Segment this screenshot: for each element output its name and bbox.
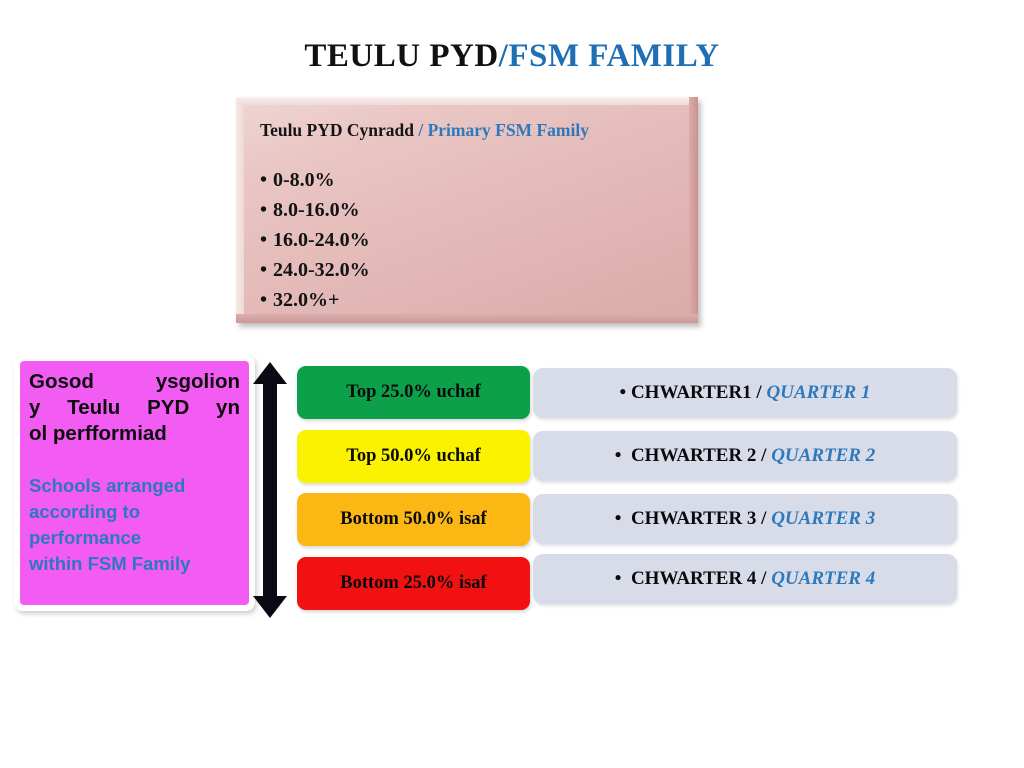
band-bottom-25[interactable]: Bottom 25.0% isaf — [297, 557, 530, 610]
bullet-icon: • — [614, 568, 622, 589]
bullet-icon: • — [260, 199, 268, 221]
quarter-row-3[interactable]: • CHWARTER 3 / QUARTER 3 — [533, 494, 957, 544]
band-label: Bottom 50.0% isaf — [340, 509, 487, 529]
page-title-welsh: TEULU PYD — [304, 38, 499, 74]
legend-header-english: / Primary FSM Family — [418, 120, 589, 140]
band-label: Top 50.0% uchaf — [346, 446, 481, 466]
note-box-welsh-text: Gosod ysgolion y Teulu PYD yn ol perffor… — [29, 369, 240, 447]
legend-band-value: 32.0%+ — [273, 289, 340, 311]
quarter-english-label: QUARTER 4 — [771, 568, 876, 589]
note-english-line: Schools arranged — [29, 475, 186, 496]
quarter-row-4-content: • CHWARTER 4 / QUARTER 4 — [533, 568, 957, 590]
bullet-icon: • — [260, 229, 268, 251]
quarter-row-1-content: • CHWARTER1 / QUARTER 1 — [533, 382, 957, 404]
quarter-english-label: QUARTER 2 — [771, 445, 876, 466]
double-headed-vertical-arrow-icon — [253, 362, 287, 618]
quarter-row-2[interactable]: • CHWARTER 2 / QUARTER 2 — [533, 431, 957, 481]
band-top-50[interactable]: Top 50.0% uchaf — [297, 430, 530, 483]
quarter-row-4[interactable]: • CHWARTER 4 / QUARTER 4 — [533, 554, 957, 604]
legend-box-content: Teulu PYD Cynradd / Primary FSM Family •… — [244, 105, 689, 314]
bullet-icon: • — [614, 445, 622, 466]
band-top-25[interactable]: Top 25.0% uchaf — [297, 366, 530, 419]
band-label: Bottom 25.0% isaf — [340, 573, 487, 593]
quarter-row-3-content: • CHWARTER 3 / QUARTER 3 — [533, 508, 957, 530]
quarter-welsh-label: CHWARTER 2 / — [630, 445, 772, 466]
quarter-english-label: QUARTER 1 — [766, 382, 871, 403]
legend-box-bevel-right — [689, 97, 698, 323]
legend-box: Teulu PYD Cynradd / Primary FSM Family •… — [236, 97, 698, 323]
quarter-welsh-label: CHWARTER 4 / — [630, 568, 772, 589]
note-welsh-line: ol perfformiad — [29, 422, 167, 445]
note-box: Gosod ysgolion y Teulu PYD yn ol perffor… — [14, 355, 255, 611]
bullet-icon: • — [260, 289, 268, 311]
list-item: •24.0-32.0% — [260, 255, 673, 285]
bullet-icon: • — [614, 508, 622, 529]
quarter-welsh-label: CHWARTER1 / — [630, 382, 767, 403]
page-title-english: /FSM FAMILY — [498, 38, 720, 74]
legend-header-welsh: Teulu PYD Cynradd — [260, 120, 419, 140]
note-box-fill: Gosod ysgolion y Teulu PYD yn ol perffor… — [20, 361, 249, 605]
page-title: TEULU PYD/FSM FAMILY — [0, 38, 1024, 75]
note-box-english-text: Schools arranged according to performanc… — [29, 473, 240, 577]
quarter-welsh-label: CHWARTER 3 / — [630, 508, 772, 529]
note-welsh-line: Gosod ysgolion — [29, 370, 240, 393]
bullet-icon: • — [260, 259, 268, 281]
bullet-icon: • — [619, 382, 627, 403]
band-label: Top 25.0% uchaf — [346, 382, 481, 402]
note-english-line: performance — [29, 527, 142, 548]
list-item: •0-8.0% — [260, 165, 673, 195]
legend-box-bevel-bottom — [236, 314, 698, 323]
legend-band-value: 16.0-24.0% — [273, 229, 370, 251]
legend-band-value: 0-8.0% — [273, 169, 335, 191]
legend-band-value: 24.0-32.0% — [273, 259, 370, 281]
list-item: •32.0%+ — [260, 285, 673, 315]
quarter-row-1[interactable]: • CHWARTER1 / QUARTER 1 — [533, 368, 957, 418]
quarter-english-label: QUARTER 3 — [771, 508, 876, 529]
note-welsh-line: y Teulu PYD yn — [29, 396, 240, 419]
note-english-line: within FSM Family — [29, 553, 191, 574]
legend-box-bevel-top — [236, 97, 698, 105]
note-english-line: according to — [29, 501, 141, 522]
list-item: •16.0-24.0% — [260, 225, 673, 255]
quarter-row-2-content: • CHWARTER 2 / QUARTER 2 — [533, 445, 957, 467]
band-bottom-50[interactable]: Bottom 50.0% isaf — [297, 493, 530, 546]
legend-band-list: •0-8.0% •8.0-16.0% •16.0-24.0% •24.0-32.… — [260, 165, 673, 315]
legend-band-value: 8.0-16.0% — [273, 199, 360, 221]
legend-box-header: Teulu PYD Cynradd / Primary FSM Family — [260, 119, 673, 141]
legend-box-bevel-left — [236, 97, 244, 323]
bullet-icon: • — [260, 169, 268, 191]
list-item: •8.0-16.0% — [260, 195, 673, 225]
